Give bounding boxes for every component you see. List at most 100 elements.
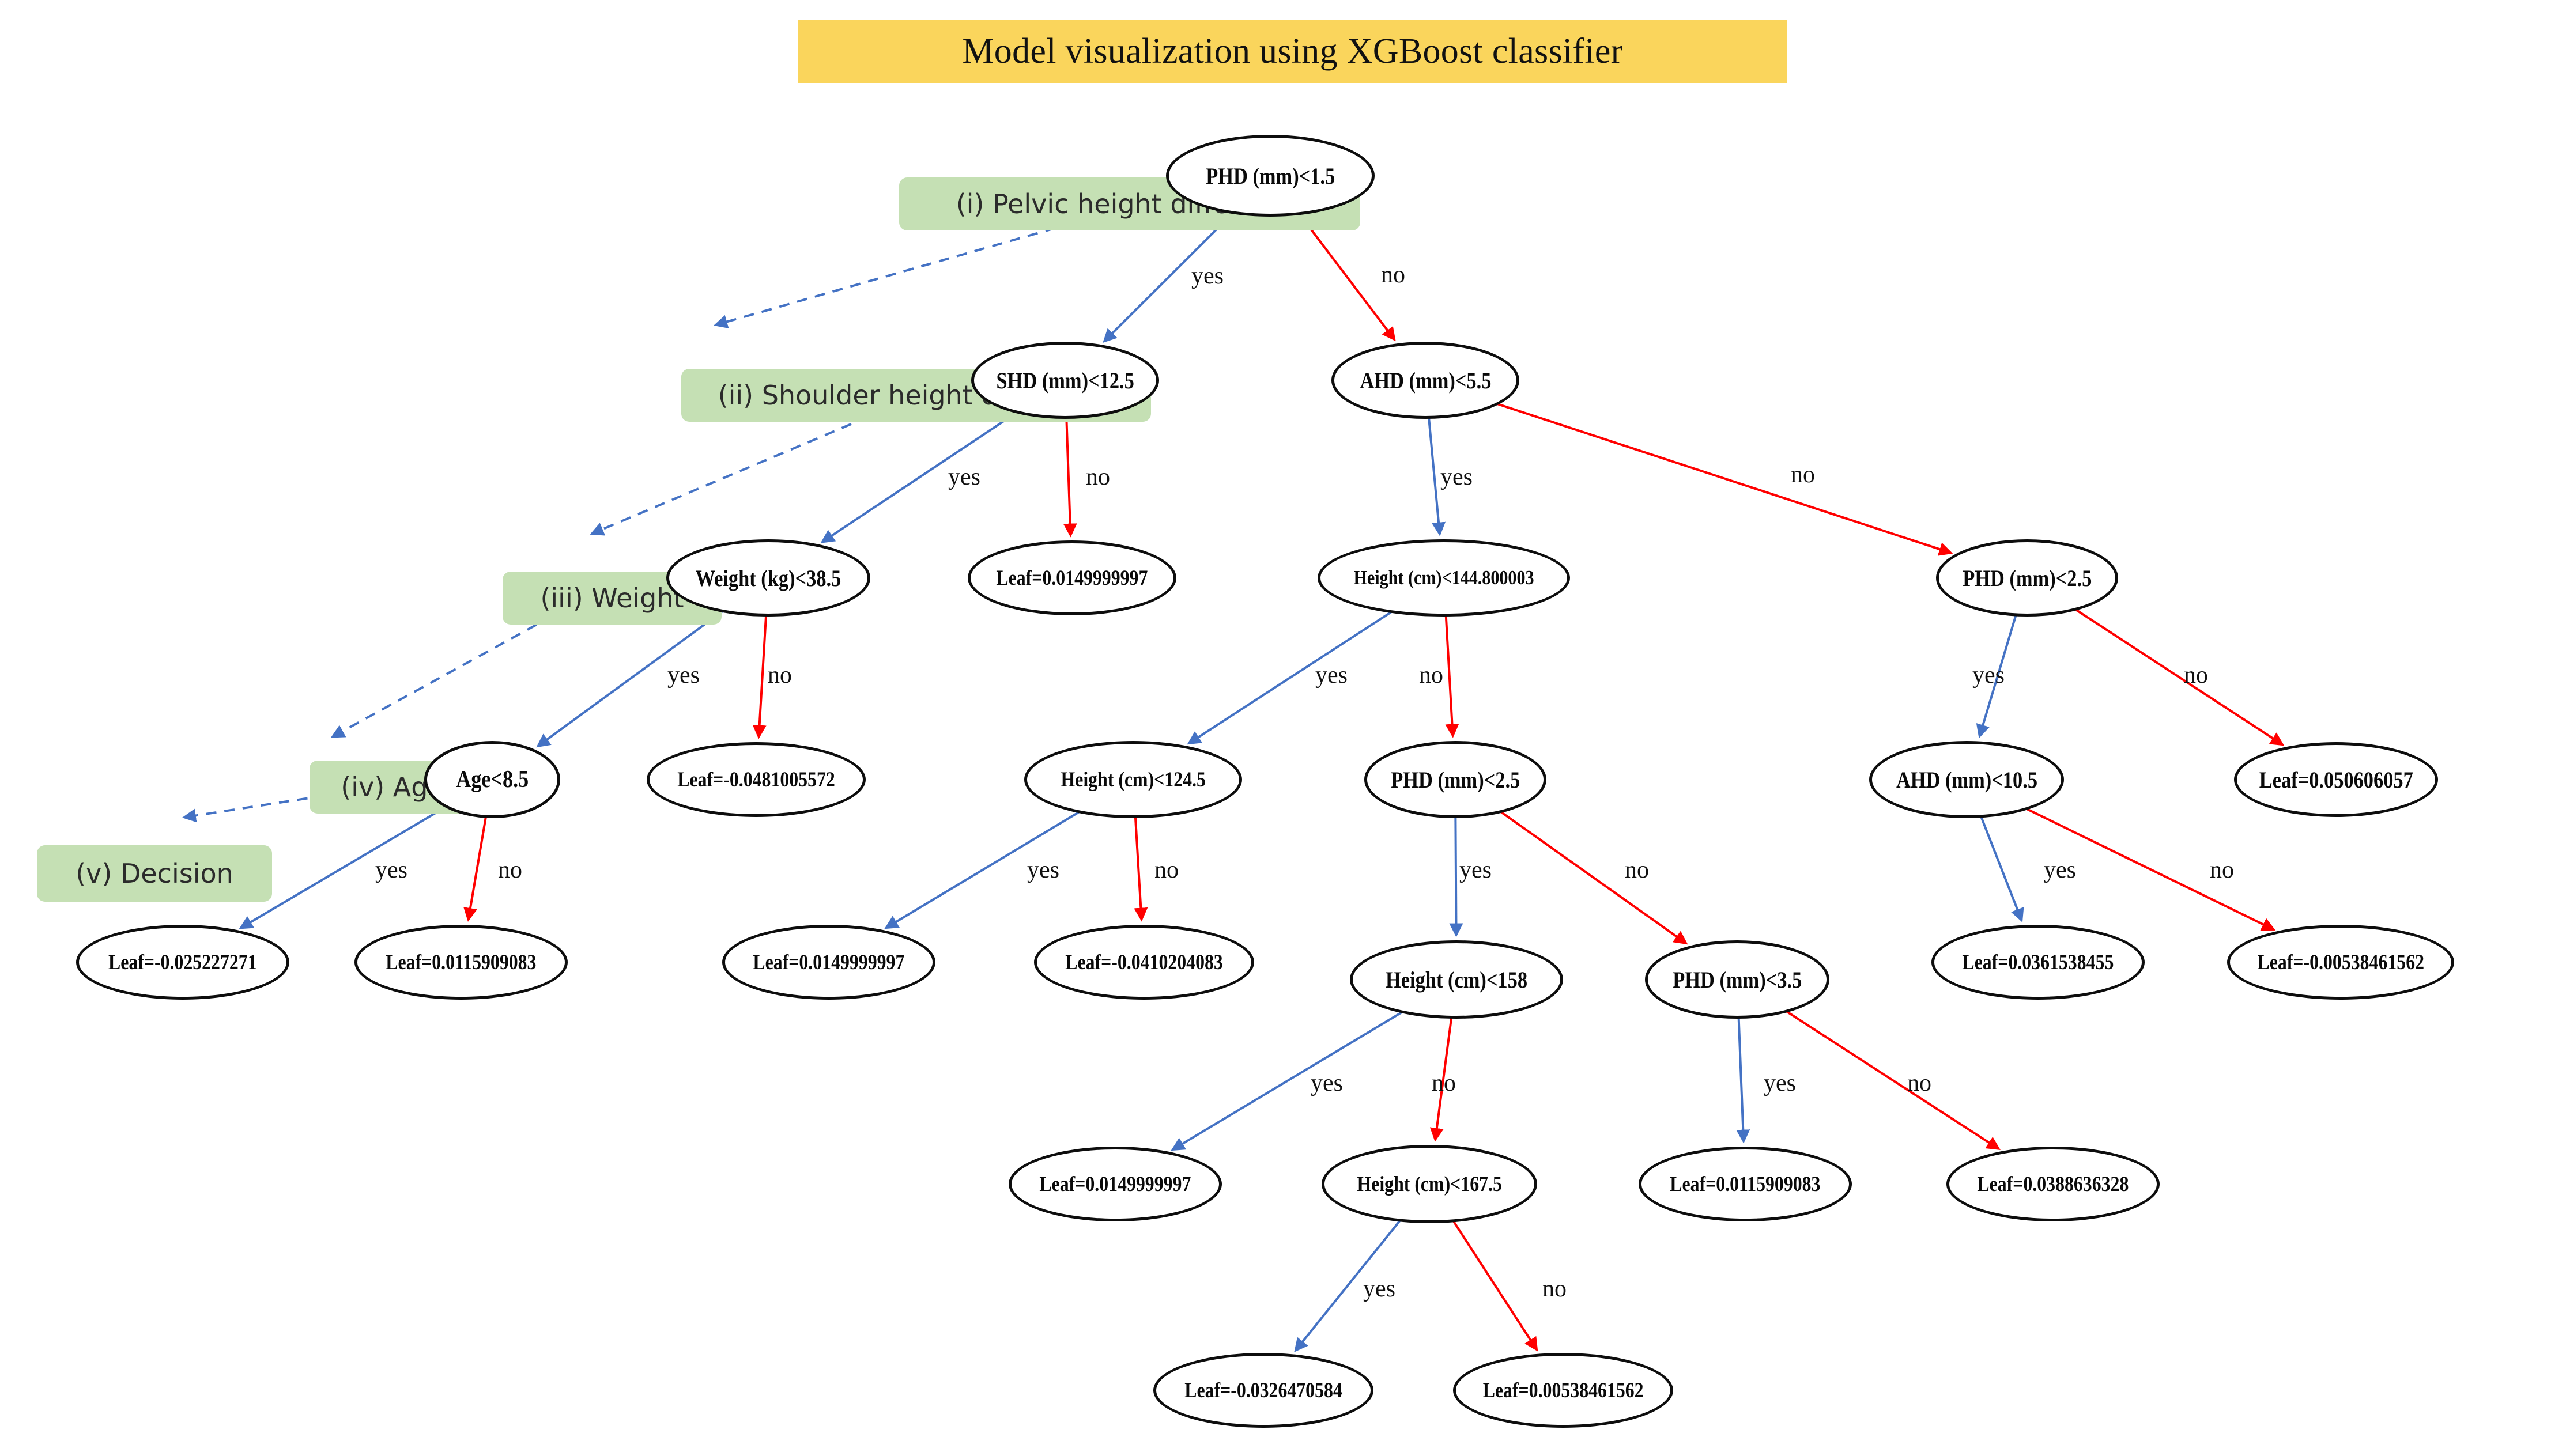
tree-split-node: Weight (kg)<38.5 [666, 539, 870, 617]
tree-leaf-node: Leaf=0.0149999997 [1009, 1147, 1222, 1221]
tree-leaf-node: Leaf=-0.0481005572 [647, 742, 866, 817]
edge-label-yes: yes [1459, 857, 1492, 883]
edge-label-yes: yes [1315, 662, 1348, 689]
node-label: Height (cm)<124.5 [1061, 767, 1206, 792]
tree-split-node: Age<8.5 [424, 741, 560, 818]
tree-edge-no [1134, 815, 1148, 922]
edge-label-no: no [2184, 662, 2208, 689]
tree-edge-no [1451, 1219, 1538, 1352]
edge-label-no: no [498, 857, 522, 883]
node-label: AHD (mm)<10.5 [1896, 766, 2037, 793]
tree-leaf-node: Leaf=0.0115909083 [1639, 1147, 1852, 1221]
edge-label-yes: yes [667, 662, 700, 689]
node-label: Leaf=-0.0410204083 [1065, 950, 1223, 974]
tree-edge-yes [820, 410, 1020, 543]
edge-label-no: no [1625, 857, 1649, 883]
node-label: Leaf=0.0388636328 [1977, 1172, 2129, 1196]
tree-split-node: PHD (mm)<3.5 [1645, 940, 1829, 1019]
tree-edge-yes [1187, 609, 1394, 745]
tree-split-node: Height (cm)<158 [1350, 940, 1563, 1019]
tree-edge-no [1495, 402, 1953, 556]
page-title: Model visualization using XGBoost classi… [798, 20, 1787, 83]
tree-edge-no [2073, 607, 2285, 746]
tree-split-node: Height (cm)<124.5 [1024, 741, 1242, 818]
edge-label-no: no [1381, 262, 1405, 288]
node-label: PHD (mm)<2.5 [1390, 766, 1520, 793]
tree-edge-yes [1736, 1015, 1750, 1144]
tree-edge-yes [1449, 815, 1463, 937]
node-label: Height (cm)<167.5 [1357, 1172, 1502, 1196]
node-label: Leaf=-0.00538461562 [2257, 950, 2424, 974]
node-label: Leaf=0.0149999997 [1039, 1172, 1191, 1196]
tree-split-node: PHD (mm)<1.5 [1166, 135, 1375, 217]
tree-split-node: PHD (mm)<2.5 [1936, 539, 2118, 617]
edge-label-yes: yes [1764, 1070, 1796, 1096]
tree-split-node: Height (cm)<167.5 [1322, 1145, 1537, 1223]
tree-leaf-node: Leaf=0.0361538455 [1931, 925, 2145, 1000]
tree-leaf-node: Leaf=-0.0410204083 [1034, 925, 1254, 1000]
edge-label-no: no [1907, 1070, 1931, 1096]
tree-split-node: AHD (mm)<5.5 [1331, 342, 1519, 419]
tree-edge-no [1444, 613, 1459, 738]
tree-edge-no [1498, 810, 1688, 945]
edge-label-no: no [1791, 462, 1815, 488]
node-label: Weight (kg)<38.5 [695, 565, 841, 591]
tree-split-node: AHD (mm)<10.5 [1869, 741, 2064, 818]
node-label: Leaf=-0.025227271 [108, 950, 257, 974]
edge-label-yes: yes [1440, 464, 1473, 490]
tree-edge-no [1063, 415, 1077, 538]
tree-edge-yes [239, 804, 449, 929]
tree-leaf-node: Leaf=0.0149999997 [722, 925, 935, 1000]
edge-label-yes: yes [2044, 857, 2076, 883]
tree-edge-yes [1979, 814, 2024, 922]
node-label: Height (cm)<144.800003 [1353, 566, 1534, 589]
node-label: PHD (mm)<2.5 [1962, 565, 2092, 591]
node-label: PHD (mm)<1.5 [1205, 162, 1335, 189]
tree-edge-yes [1171, 1009, 1405, 1151]
tree-leaf-node: Leaf=-0.025227271 [76, 925, 289, 1000]
node-label: Height (cm)<158 [1385, 966, 1528, 993]
tree-leaf-node: Leaf=-0.00538461562 [2227, 925, 2454, 1000]
edge-label-no: no [1086, 464, 1110, 490]
tree-leaf-node: Leaf=0.0149999997 [968, 540, 1176, 615]
edge-label-no: no [2210, 857, 2234, 883]
edge-label-no: no [1154, 857, 1179, 883]
node-label: PHD (mm)<3.5 [1672, 966, 1802, 993]
edge-label-yes: yes [375, 857, 407, 883]
edge-label-yes: yes [1191, 263, 1224, 289]
node-label: Leaf=0.00538461562 [1482, 1378, 1644, 1402]
edge-label-yes: yes [1972, 662, 2005, 689]
tree-edge-no [1784, 1009, 2001, 1150]
node-label: Leaf=0.050606057 [2259, 766, 2413, 793]
tree-leaf-node: Leaf=0.00538461562 [1453, 1353, 1673, 1428]
node-label: Leaf=0.0115909083 [1670, 1172, 1821, 1196]
tree-leaf-node: Leaf=0.0115909083 [354, 925, 568, 1000]
node-label: Leaf=0.0149999997 [996, 566, 1148, 590]
tree-split-node: Height (cm)<144.800003 [1318, 539, 1570, 617]
edge-label-no: no [1419, 662, 1443, 689]
edge-label-no: no [1432, 1070, 1456, 1096]
node-label: Leaf=0.0149999997 [753, 950, 905, 974]
node-label: AHD (mm)<5.5 [1360, 367, 1491, 394]
annotation-ann-v: (v) Decision [37, 845, 272, 902]
tree-leaf-node: Leaf=0.0388636328 [1946, 1147, 2160, 1221]
tree-split-node: PHD (mm)<2.5 [1364, 741, 1546, 818]
tree-edge-no [1297, 211, 1396, 342]
edge-label-no: no [1542, 1276, 1567, 1302]
edge-label-yes: yes [1363, 1276, 1395, 1302]
edge-label-yes: yes [1027, 857, 1059, 883]
tree-leaf-node: Leaf=-0.0326470584 [1153, 1353, 1373, 1428]
node-label: Leaf=-0.0326470584 [1184, 1378, 1342, 1402]
tree-edge-no [752, 613, 768, 739]
node-label: SHD (mm)<12.5 [996, 367, 1134, 394]
edge-label-yes: yes [948, 464, 980, 490]
tree-edge-no [463, 815, 488, 922]
tree-edge-yes [1427, 415, 1446, 536]
edge-label-no: no [768, 662, 792, 689]
tree-split-node: SHD (mm)<12.5 [971, 342, 1159, 419]
node-label: Leaf=0.0115909083 [386, 950, 537, 974]
tree-leaf-node: Leaf=0.050606057 [2234, 742, 2438, 817]
node-label: Leaf=0.0361538455 [1962, 950, 2114, 974]
edge-label-yes: yes [1311, 1070, 1343, 1096]
